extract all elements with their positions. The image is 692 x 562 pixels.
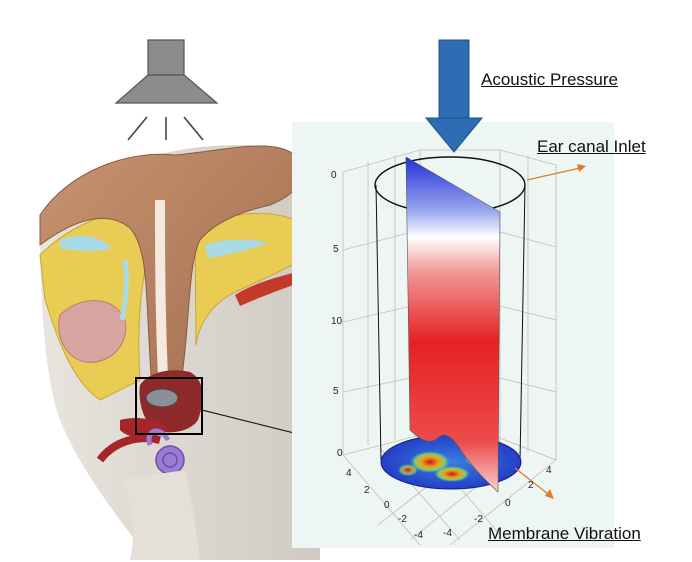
x-tick-label: 0 [384, 500, 390, 511]
y-tick-label: 4 [546, 465, 552, 476]
x-tick-label: -2 [398, 514, 407, 525]
pressure-slice-plane [405, 156, 501, 493]
membrane-vibration-label: Membrane Vibration [488, 524, 641, 543]
ear-anatomy-illustration [39, 145, 320, 561]
acoustic-pressure-arrow [424, 39, 484, 153]
z-tick-label: 5 [333, 244, 339, 255]
x-tick-label: -4 [414, 530, 423, 541]
y-tick-label: -2 [474, 514, 483, 525]
simulation-plot-3d [292, 122, 614, 548]
z-tick-label: 10 [331, 316, 343, 327]
sound-wave-lines [127, 116, 204, 141]
acoustic-pressure-label: Acoustic Pressure [481, 70, 618, 89]
y-tick-label: 0 [505, 498, 511, 509]
x-tick-label: 2 [364, 485, 370, 496]
speaker-icon [114, 39, 219, 141]
ear-canal-inlet-label: Ear canal Inlet [537, 137, 646, 156]
y-tick-label: -4 [443, 528, 452, 539]
z-tick-label: 0 [331, 170, 337, 181]
z-tick-label: 0 [337, 448, 343, 459]
x-tick-label: 4 [346, 468, 352, 479]
z-tick-label: 5 [333, 386, 339, 397]
membrane-vibration-disc [380, 434, 522, 490]
y-tick-label: 2 [528, 480, 534, 491]
